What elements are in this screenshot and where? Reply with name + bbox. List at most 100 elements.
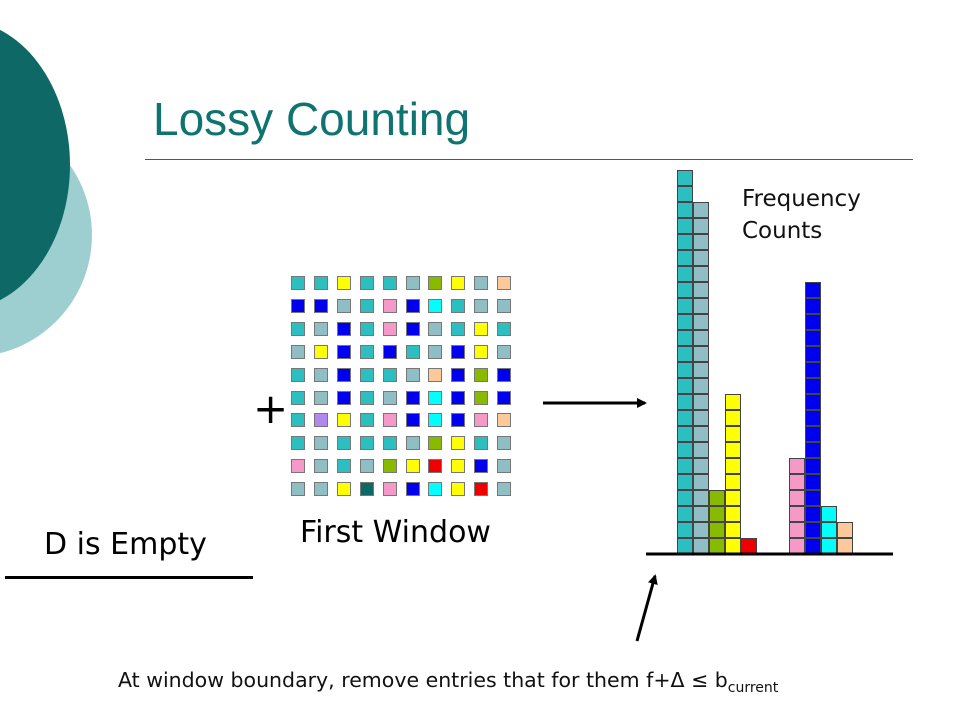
window-item-gray-teal [474, 298, 489, 313]
count-cell-teal [677, 330, 693, 346]
count-cell-gray-teal [693, 442, 709, 458]
window-item-blue [474, 459, 489, 474]
count-cell-blue [805, 490, 821, 506]
window-item-blue [405, 298, 420, 313]
window-item-yellow [451, 276, 466, 290]
window-item-teal [291, 413, 305, 428]
window-item-yellow [405, 459, 420, 474]
count-cell-teal [677, 202, 693, 218]
caption-text: At window boundary, remove entries that … [118, 668, 728, 692]
count-cell-gray-teal [693, 218, 709, 234]
count-cell-teal [677, 426, 693, 442]
window-item-teal [291, 321, 305, 336]
count-cell-pink [789, 506, 805, 522]
light-teal-circle [0, 116, 92, 354]
count-cell-pink [789, 522, 805, 538]
count-cell-teal [677, 266, 693, 282]
count-cell-teal [677, 282, 693, 298]
window-boundary-arrow [635, 574, 658, 642]
window-item-yellow [474, 344, 489, 359]
window-item-yellow [336, 482, 351, 497]
window-item-blue [497, 390, 512, 405]
count-cell-yellow [725, 474, 741, 490]
count-cell-blue [805, 442, 821, 458]
count-cell-olive [709, 522, 725, 538]
window-item-pink [382, 413, 397, 428]
window-item-teal [291, 436, 305, 451]
count-cell-yellow [725, 522, 741, 538]
count-cell-gray-teal [693, 378, 709, 394]
count-cell-teal [677, 490, 693, 506]
window-item-pink [291, 459, 305, 474]
window-item-blue [405, 413, 420, 428]
window-item-teal [359, 321, 374, 336]
count-cell-pink [789, 458, 805, 474]
window-item-teal [336, 436, 351, 451]
window-item-teal [359, 298, 374, 313]
window-item-olive [474, 367, 489, 382]
window-item-gray-teal [313, 436, 328, 451]
caption-subscript: current [727, 680, 779, 696]
count-cell-gray-teal [693, 362, 709, 378]
window-item-teal [291, 276, 305, 290]
window-item-teal [382, 436, 397, 451]
window-item-gray-teal [497, 298, 512, 313]
window-item-cyan [428, 413, 443, 428]
count-cell-teal [677, 538, 693, 554]
window-item-yellow [451, 459, 466, 474]
dark-teal-circle [0, 29, 70, 301]
window-item-gray-teal [497, 482, 512, 497]
window-item-peach [497, 413, 512, 428]
count-cell-pink [789, 538, 805, 554]
window-item-cyan [428, 298, 443, 313]
window-item-yellow [451, 482, 466, 497]
count-cell-gray-teal [693, 250, 709, 266]
window-item-gray-teal [497, 344, 512, 359]
count-cell-gray-teal [693, 298, 709, 314]
count-cell-gray-teal [693, 234, 709, 250]
window-item-teal [336, 459, 351, 474]
count-cell-gray-teal [693, 346, 709, 362]
count-cell-yellow [725, 458, 741, 474]
window-item-olive [382, 459, 397, 474]
window-item-blue [405, 390, 420, 405]
window-item-blue [451, 413, 466, 428]
window-item-gray-teal [405, 367, 420, 382]
first-window-label: First Window [300, 515, 491, 550]
count-cell-gray-teal [693, 538, 709, 554]
window-item-blue [336, 321, 351, 336]
window-item-gray-teal [359, 459, 374, 474]
count-cell-teal [677, 458, 693, 474]
count-cell-teal [677, 378, 693, 394]
frequency-label-line1: Frequency [742, 186, 861, 212]
window-item-peach [497, 276, 512, 290]
count-cell-yellow [725, 410, 741, 426]
window-item-yellow [451, 436, 466, 451]
count-cell-gray-teal [693, 410, 709, 426]
count-cell-teal [677, 522, 693, 538]
window-item-teal [451, 298, 466, 313]
window-item-olive [474, 390, 489, 405]
count-cell-gray-teal [693, 490, 709, 506]
window-item-gray-teal [428, 321, 443, 336]
window-item-gray-teal [497, 459, 512, 474]
count-cell-yellow [725, 538, 741, 554]
count-cell-teal [677, 506, 693, 522]
count-cell-gray-teal [693, 474, 709, 490]
slide-title: Lossy Counting [153, 93, 471, 145]
count-cell-pink [789, 490, 805, 506]
count-cell-teal [677, 346, 693, 362]
count-cell-teal [677, 234, 693, 250]
window-item-teal [474, 436, 489, 451]
window-item-gray-teal [291, 482, 305, 497]
count-cell-olive [709, 538, 725, 554]
count-cell-gray-teal [693, 394, 709, 410]
window-item-yellow [336, 413, 351, 428]
count-cell-gray-teal [693, 330, 709, 346]
count-cell-gray-teal [693, 426, 709, 442]
window-item-teal [291, 367, 305, 382]
count-cell-blue [805, 410, 821, 426]
window-item-gray-teal [428, 344, 443, 359]
count-cell-olive [709, 490, 725, 506]
